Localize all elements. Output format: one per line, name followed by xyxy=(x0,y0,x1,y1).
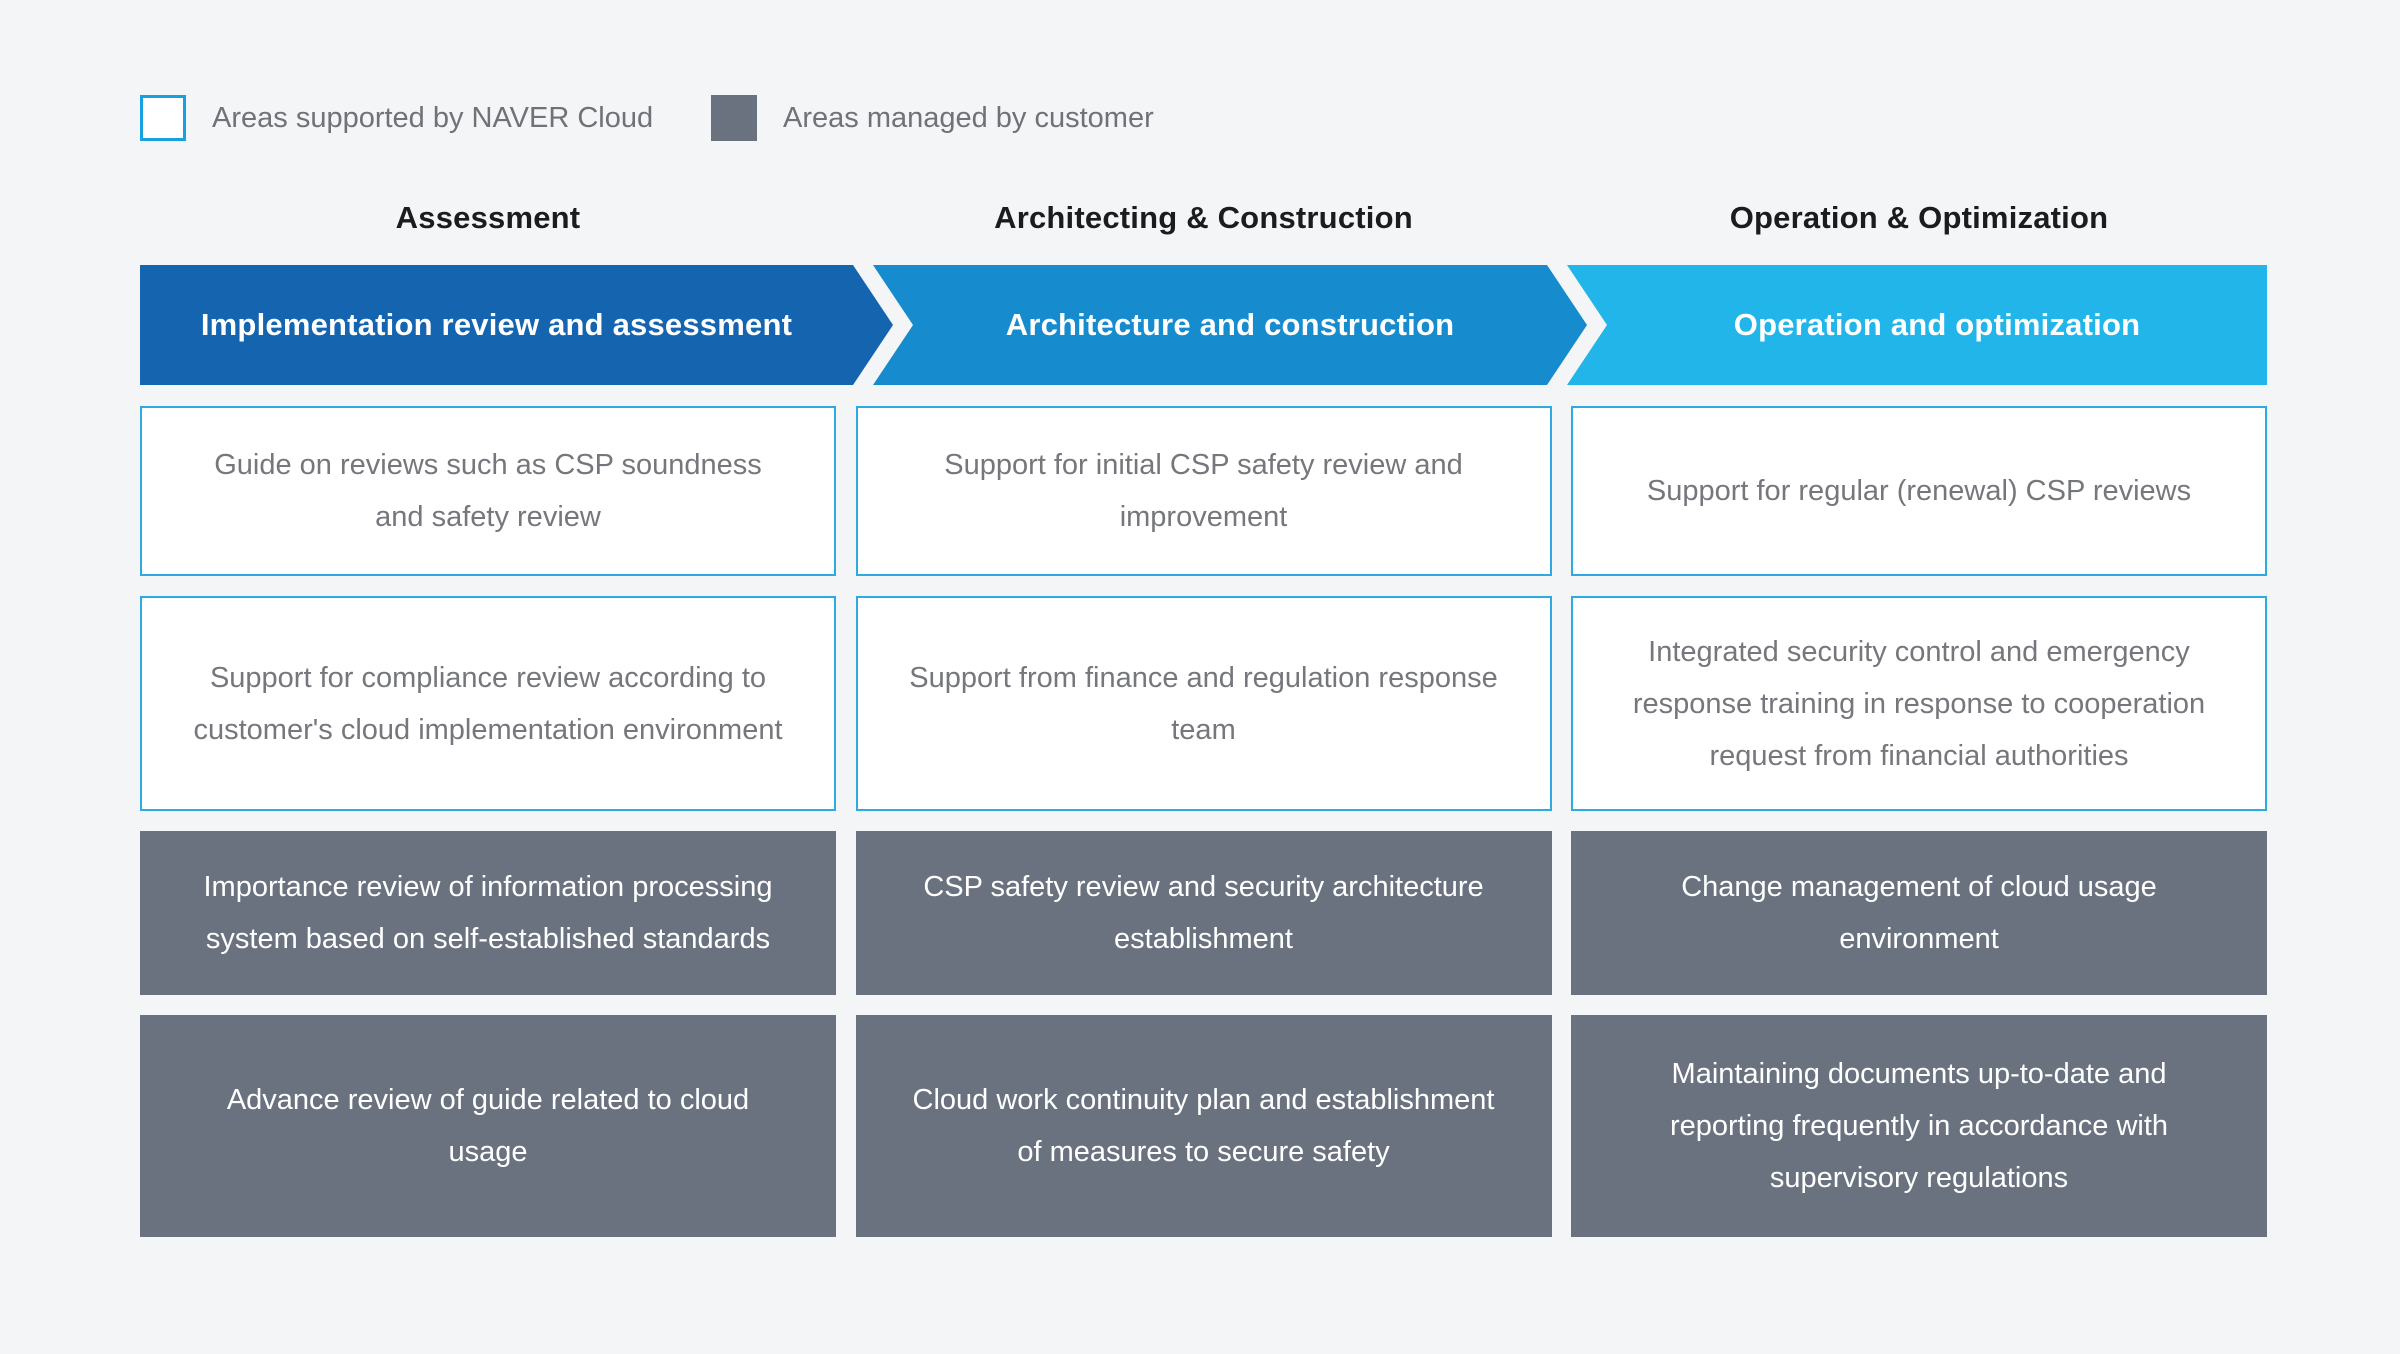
flow-cell: CSP safety review and security architect… xyxy=(855,831,1552,995)
arrow-banner-label: Operation and optimization xyxy=(1733,307,2141,342)
phase-header-operation: Operation & Optimization xyxy=(1729,200,2109,235)
arrow-banner-operation: Operation and optimization xyxy=(1567,265,2267,385)
phase-headers: Assessment Architecting & Construction O… xyxy=(140,188,2267,248)
diagram-content: Areas supported by NAVER Cloud Areas man… xyxy=(140,0,2267,1237)
flow-row-2: Support for compliance review according … xyxy=(140,596,2267,811)
flow-row-3: Importance review of information process… xyxy=(140,831,2267,995)
phase-header-assessment: Assessment xyxy=(395,200,581,235)
arrow-banner-architecture: Architecture and construction xyxy=(873,265,1587,385)
arrow-banner-label: Architecture and construction xyxy=(1005,307,1455,342)
flow-cell: Support for regular (renewal) CSP review… xyxy=(1571,406,2267,576)
flow-cell: Cloud work continuity plan and establish… xyxy=(855,1015,1552,1237)
flow-cell: Guide on reviews such as CSP soundness a… xyxy=(140,406,836,576)
flow-row-1: Guide on reviews such as CSP soundness a… xyxy=(140,406,2267,576)
flow-cell: Advance review of guide related to cloud… xyxy=(140,1015,836,1237)
phase-arrow-banners: Implementation review and assessment Arc… xyxy=(140,265,2267,385)
flow-cell: Integrated security control and emergenc… xyxy=(1571,596,2267,811)
arrow-banner-implementation: Implementation review and assessment xyxy=(140,265,893,385)
arrow-banner-label: Implementation review and assessment xyxy=(200,307,793,342)
managed-swatch-icon xyxy=(711,95,757,141)
flow-cell: Change management of cloud usage environ… xyxy=(1571,831,2267,995)
flow-row-4: Advance review of guide related to cloud… xyxy=(140,1015,2267,1237)
legend-label-supported: Areas supported by NAVER Cloud xyxy=(212,101,654,134)
flow-cell: Support from finance and regulation resp… xyxy=(855,596,1552,811)
legend: Areas supported by NAVER Cloud Areas man… xyxy=(140,95,2267,141)
flow-cell: Support for initial CSP safety review an… xyxy=(855,406,1552,576)
legend-item-supported: Areas supported by NAVER Cloud xyxy=(140,95,711,141)
legend-label-managed: Areas managed by customer xyxy=(783,101,1154,134)
phase-header-architecting: Architecting & Construction xyxy=(994,200,1413,235)
legend-item-managed: Areas managed by customer xyxy=(711,95,1154,141)
flow-cell: Support for compliance review according … xyxy=(140,596,836,811)
flow-cell: Maintaining documents up-to-date and rep… xyxy=(1571,1015,2267,1237)
flow-cell: Importance review of information process… xyxy=(140,831,836,995)
supported-swatch-icon xyxy=(140,95,186,141)
